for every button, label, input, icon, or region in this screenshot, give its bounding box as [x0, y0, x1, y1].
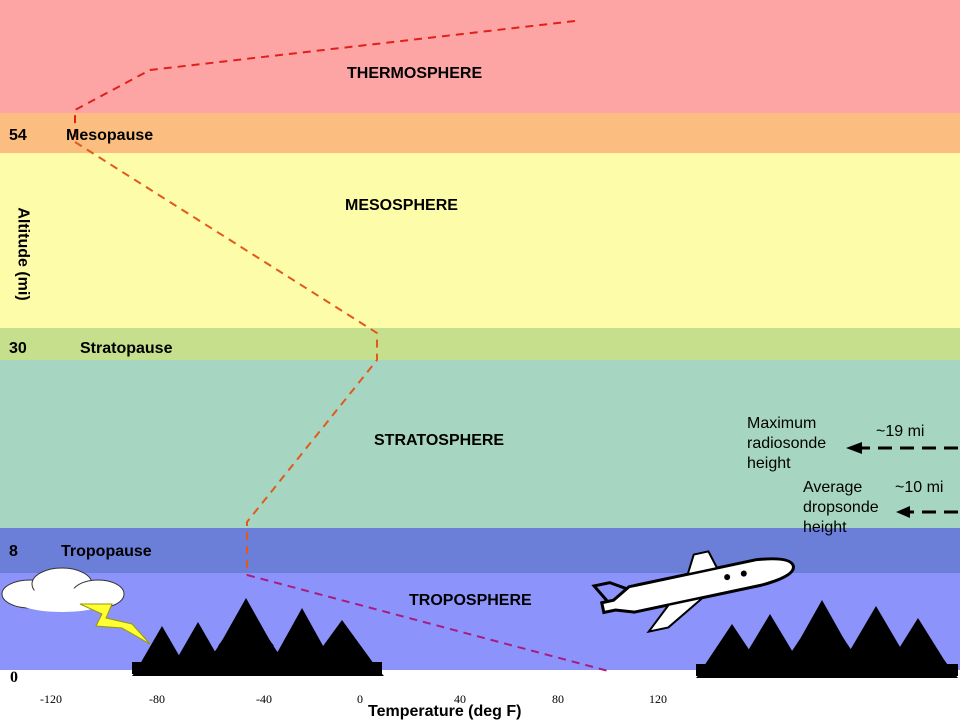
dropsonde-note-line1: Average — [803, 479, 863, 496]
storm-cloud-icon — [1, 567, 125, 612]
y-axis-label: Altitude (mi) — [14, 207, 32, 301]
stratopause-band — [0, 328, 960, 360]
radiosonde-note-line1: Maximum — [747, 415, 817, 432]
pine-trees-icon — [696, 600, 958, 678]
y-axis-zero: 0 — [10, 669, 18, 686]
dropsonde-arrow — [896, 506, 958, 518]
stratosphere-label: STRATOSPHERE — [374, 432, 505, 449]
dropsonde-note-line2: dropsonde — [803, 499, 879, 516]
x-tick: 80 — [552, 692, 564, 706]
temperature-profile-lower — [246, 574, 613, 673]
mesosphere-band — [0, 153, 960, 328]
mesosphere-label: MESOSPHERE — [345, 197, 458, 214]
x-tick: 120 — [649, 692, 667, 706]
x-tick: -80 — [149, 692, 165, 706]
troposphere-label: TROPOSPHERE — [409, 592, 532, 609]
dropsonde-note: Average dropsonde height — [803, 478, 879, 538]
x-tick: 40 — [454, 692, 466, 706]
tropopause-band — [0, 528, 960, 573]
x-axis-label: Temperature (deg F) — [368, 703, 522, 720]
stratopause-label: Stratopause — [80, 340, 173, 357]
mesopause-band — [0, 113, 960, 153]
radiosonde-note: Maximum radiosonde height — [747, 414, 826, 474]
dropsonde-note-line3: height — [803, 519, 847, 536]
mesopause-label: Mesopause — [66, 127, 154, 144]
stratosphere-band — [0, 360, 960, 528]
dropsonde-value: ~10 mi — [895, 479, 944, 496]
airplane-icon — [591, 550, 795, 634]
radiosonde-note-line3: height — [747, 455, 791, 472]
tropopause-altitude: 8 — [9, 543, 18, 560]
temperature-profile-middle — [74, 141, 378, 575]
mesopause-altitude: 54 — [9, 127, 27, 144]
x-tick: -40 — [256, 692, 272, 706]
pine-trees-icon — [132, 598, 384, 676]
tropopause-label: Tropopause — [61, 543, 152, 560]
temperature-profile-upper — [74, 20, 576, 142]
thermosphere-band — [0, 0, 960, 113]
x-tick: -120 — [40, 692, 62, 706]
radiosonde-value: ~19 mi — [876, 423, 925, 440]
stratopause-altitude: 30 — [9, 340, 27, 357]
radiosonde-note-line2: radiosonde — [747, 435, 827, 452]
thermosphere-label: THERMOSPHERE — [347, 65, 483, 82]
lightning-bolt-icon — [79, 603, 151, 645]
x-tick: 0 — [357, 692, 363, 706]
radiosonde-arrow — [846, 442, 958, 454]
